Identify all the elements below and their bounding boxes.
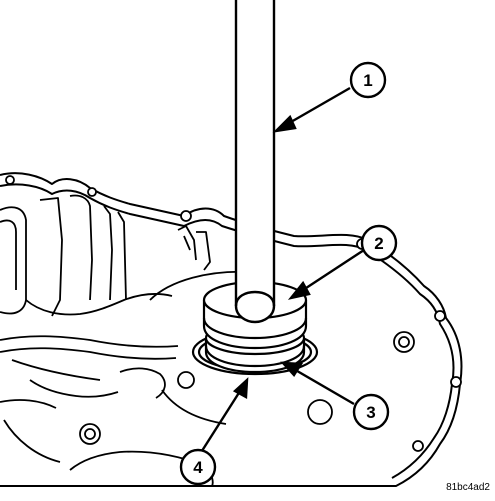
- bolt-hole: [84, 428, 96, 440]
- arrowhead-1: [272, 114, 297, 133]
- bolt-boss: [307, 399, 333, 425]
- figure-reference-code: 81bc4ad2: [446, 482, 490, 493]
- callout-1-number: 1: [363, 71, 372, 90]
- leader-line-4: [198, 387, 244, 455]
- bolt-hole: [434, 310, 446, 322]
- bolt-boss: [177, 371, 195, 389]
- leader-line-3: [291, 366, 355, 406]
- callout-3: 3: [352, 393, 390, 431]
- leader-line-2: [299, 248, 365, 294]
- arrowhead-4: [232, 377, 249, 399]
- callout-4-number: 4: [193, 458, 203, 477]
- callout-2-number: 2: [374, 234, 383, 253]
- arrowhead-3: [280, 361, 304, 377]
- callout-2: 2: [360, 224, 398, 262]
- leader-line-1: [283, 86, 351, 128]
- leader-lines: [198, 86, 365, 455]
- case-interior-ribs: [0, 194, 214, 487]
- bolt-hole: [450, 376, 462, 388]
- bolt-hole: [412, 440, 424, 452]
- callout-4: 4: [179, 448, 217, 486]
- bolt-hole: [5, 175, 15, 185]
- callout-1: 1: [349, 61, 387, 99]
- arrowhead-2: [287, 280, 311, 300]
- bolt-hole: [87, 187, 97, 197]
- callout-3-number: 3: [366, 403, 375, 422]
- bolt-hole: [398, 336, 410, 348]
- bolt-hole: [180, 210, 192, 222]
- driver-handle: [234, 0, 276, 324]
